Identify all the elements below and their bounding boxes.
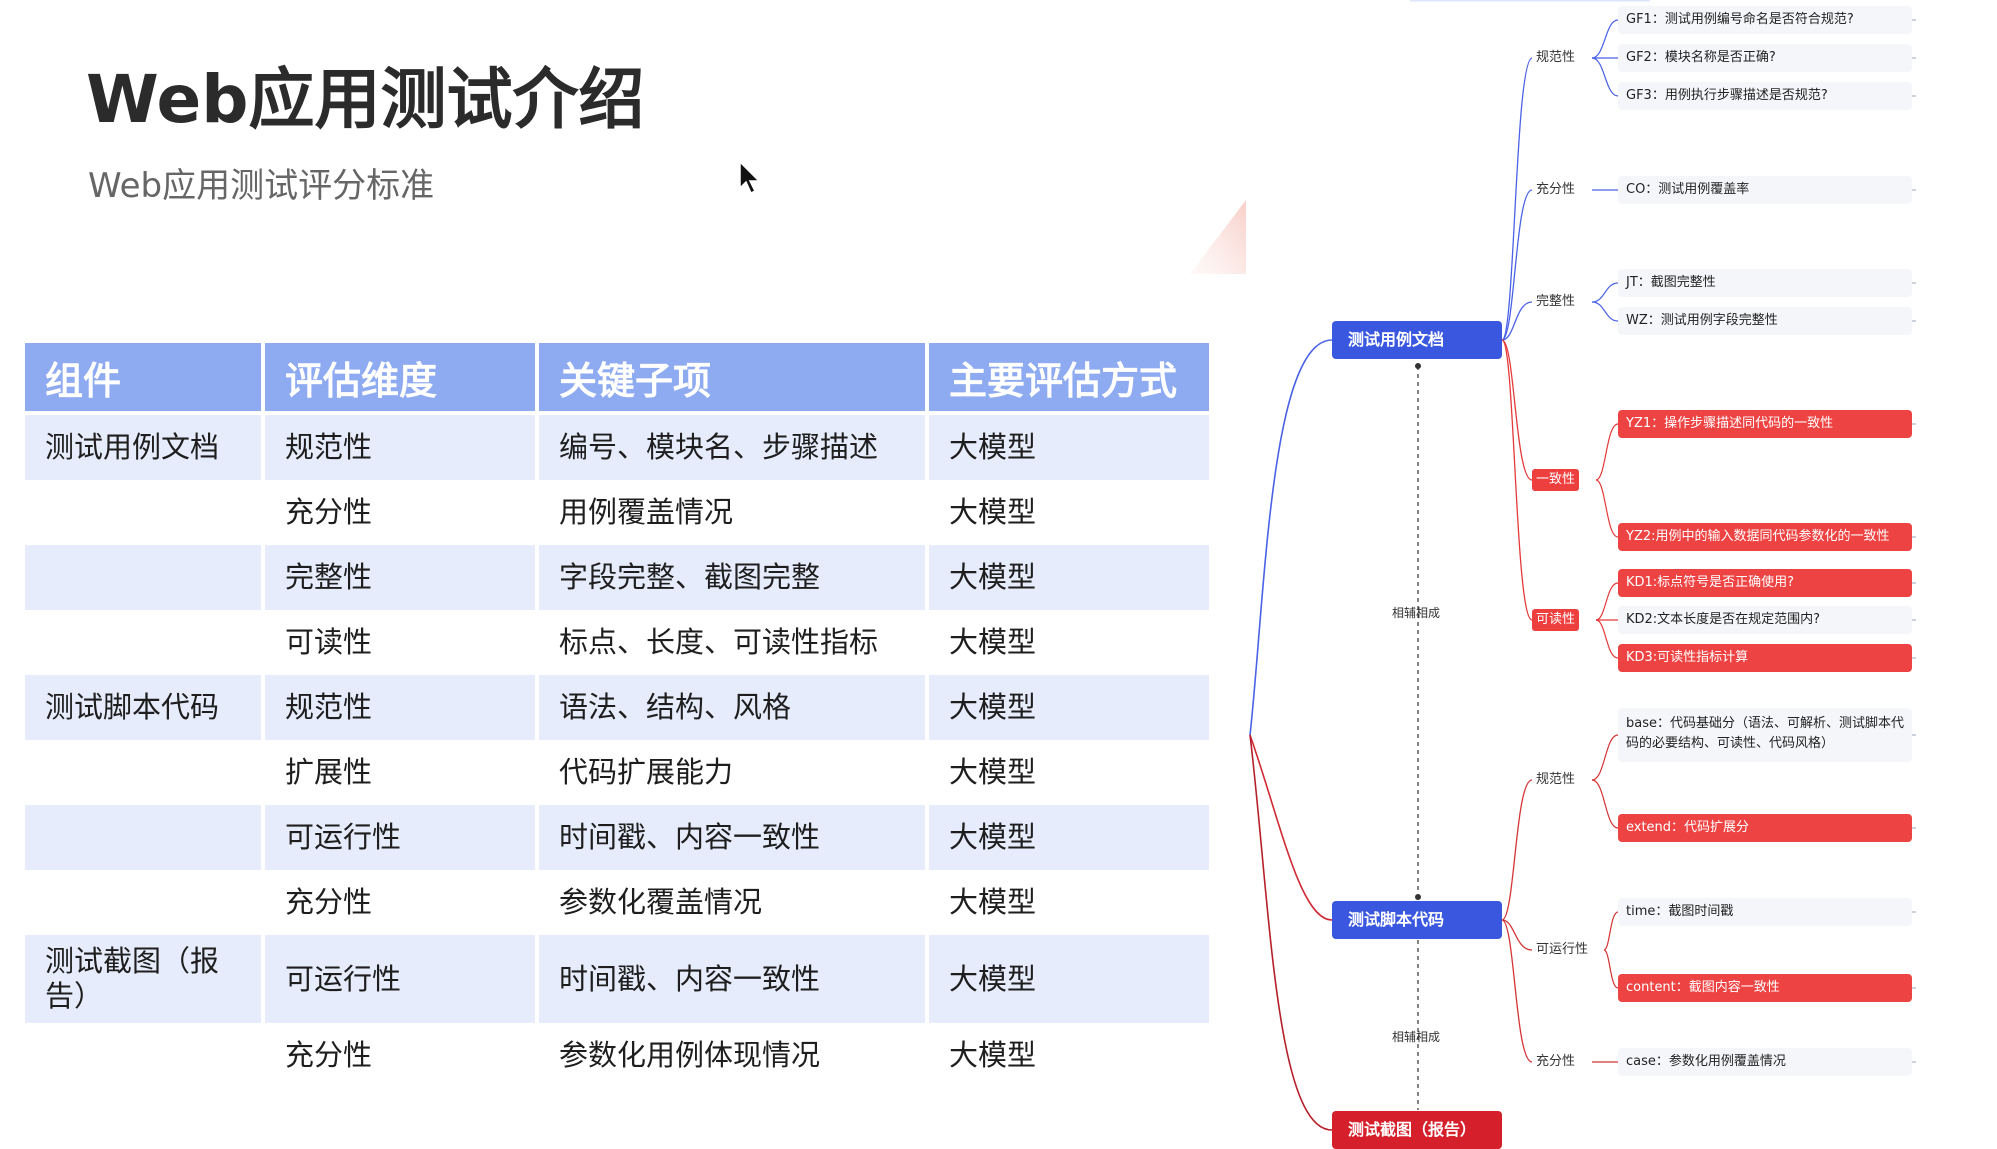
cell-method: 大模型 <box>929 480 1209 545</box>
leaf-base: base：代码基础分（语法、可解析、测试脚本代码的必要结构、可读性、代码风格） <box>1618 708 1912 762</box>
cell-dimension: 可运行性 <box>265 935 535 1023</box>
cell-dimension: 充分性 <box>265 870 535 935</box>
branch-script-sufficiency: 充分性 <box>1536 1054 1576 1069</box>
branch-script-norm: 规范性 <box>1536 772 1576 787</box>
branch-doc-sufficiency: 充分性 <box>1536 182 1576 197</box>
cell-key-items: 编号、模块名、步骤描述 <box>539 415 925 480</box>
root-test-script-code: 测试脚本代码 <box>1332 901 1502 939</box>
leaf-wz: WZ：测试用例字段完整性 <box>1618 307 1912 335</box>
leaf-kd2: KD2:文本长度是否在规定范围内? <box>1618 606 1912 634</box>
relation-label: 相辅相成 <box>1392 1030 1441 1044</box>
leaf-kd1: KD1:标点符号是否正确使用? <box>1618 569 1912 597</box>
root-test-screenshot: 测试截图（报告） <box>1332 1111 1502 1149</box>
branch-doc-consistency: 一致性 <box>1532 469 1580 491</box>
mindmap-connectors <box>1249 0 1916 1131</box>
leaf-co: CO：测试用例覆盖率 <box>1618 176 1912 204</box>
cell-component: 测试截图（报告） <box>25 935 261 1023</box>
relation-label: 相辅相成 <box>1392 606 1441 620</box>
table-row: 可读性 标点、长度、可读性指标 大模型 <box>25 610 1209 675</box>
root-test-case-doc: 测试用例文档 <box>1332 321 1502 359</box>
table-row: 测试脚本代码 规范性 语法、结构、风格 大模型 <box>25 675 1209 740</box>
leaf-case: case：参数化用例覆盖情况 <box>1618 1048 1912 1076</box>
cell-method: 大模型 <box>929 415 1209 480</box>
header-method: 主要评估方式 <box>929 343 1209 415</box>
branch-doc-readability: 可读性 <box>1532 609 1580 631</box>
table-row: 扩展性 代码扩展能力 大模型 <box>25 740 1209 805</box>
cell-component <box>25 805 261 870</box>
cell-key-items: 参数化用例体现情况 <box>539 1023 925 1088</box>
cell-key-items: 用例覆盖情况 <box>539 480 925 545</box>
slide-subtitle: Web应用测试评分标准 <box>88 166 435 206</box>
cell-component <box>25 610 261 675</box>
cell-component <box>25 740 261 805</box>
table-row: 充分性 参数化覆盖情况 大模型 <box>25 870 1209 935</box>
leaf-time: time：截图时间戳 <box>1618 898 1912 926</box>
table-row: 充分性 参数化用例体现情况 大模型 <box>25 1023 1209 1088</box>
table-row: 可运行性 时间戳、内容一致性 大模型 <box>25 805 1209 870</box>
cell-method: 大模型 <box>929 1023 1209 1088</box>
cell-key-items: 参数化覆盖情况 <box>539 870 925 935</box>
cell-key-items: 语法、结构、风格 <box>539 675 925 740</box>
header-dimension: 评估维度 <box>265 343 535 415</box>
leaf-gf1: GF1：测试用例编号命名是否符合规范? <box>1618 6 1912 34</box>
mouse-cursor-icon <box>739 160 761 195</box>
cell-method: 大模型 <box>929 805 1209 870</box>
table-row: 测试用例文档 规范性 编号、模块名、步骤描述 大模型 <box>25 415 1209 480</box>
header-component: 组件 <box>25 343 261 415</box>
cell-method: 大模型 <box>929 935 1209 1023</box>
leaf-yz1: YZ1：操作步骤描述同代码的一致性 <box>1618 410 1912 438</box>
leaf-extend: extend：代码扩展分 <box>1618 814 1912 842</box>
table-row: 测试截图（报告） 可运行性 时间戳、内容一致性 大模型 <box>25 935 1209 1023</box>
cell-key-items: 字段完整、截图完整 <box>539 545 925 610</box>
cell-component <box>25 1023 261 1088</box>
cell-key-items: 时间戳、内容一致性 <box>539 935 925 1023</box>
branch-doc-integrity: 完整性 <box>1536 294 1576 309</box>
cell-method: 大模型 <box>929 870 1209 935</box>
leaf-kd3: KD3:可读性指标计算 <box>1618 644 1912 672</box>
scoring-table: 组件 评估维度 关键子项 主要评估方式 测试用例文档 规范性 编号、模块名、步骤… <box>25 343 1209 1088</box>
cell-component: 测试用例文档 <box>25 415 261 480</box>
cell-dimension: 充分性 <box>265 480 535 545</box>
cell-component <box>25 545 261 610</box>
table-header-row: 组件 评估维度 关键子项 主要评估方式 <box>25 343 1209 415</box>
leaf-yz2: YZ2:用例中的输入数据同代码参数化的一致性 <box>1618 523 1912 551</box>
cell-component: 测试脚本代码 <box>25 675 261 740</box>
cell-dimension: 充分性 <box>265 1023 535 1088</box>
cell-key-items: 时间戳、内容一致性 <box>539 805 925 870</box>
cell-method: 大模型 <box>929 675 1209 740</box>
table-row: 完整性 字段完整、截图完整 大模型 <box>25 545 1209 610</box>
cell-dimension: 完整性 <box>265 545 535 610</box>
cell-dimension: 规范性 <box>265 675 535 740</box>
cell-method: 大模型 <box>929 545 1209 610</box>
cell-component <box>25 870 261 935</box>
branch-doc-norm: 规范性 <box>1536 50 1576 65</box>
cell-method: 大模型 <box>929 740 1209 805</box>
cell-component <box>25 480 261 545</box>
slide-title: Web应用测试介绍 <box>86 61 645 138</box>
cell-method: 大模型 <box>929 610 1209 675</box>
cell-dimension: 可读性 <box>265 610 535 675</box>
leaf-gf2: GF2：模块名称是否正确? <box>1618 44 1912 72</box>
table-row: 充分性 用例覆盖情况 大模型 <box>25 480 1209 545</box>
cell-dimension: 规范性 <box>265 415 535 480</box>
cell-key-items: 代码扩展能力 <box>539 740 925 805</box>
leaf-gf3: GF3：用例执行步骤描述是否规范? <box>1618 82 1912 110</box>
leaf-jt: JT：截图完整性 <box>1618 269 1912 297</box>
cell-key-items: 标点、长度、可读性指标 <box>539 610 925 675</box>
scoring-mindmap: 测试用例文档 测试脚本代码 测试截图（报告） 相辅相成 相辅相成 规范性 充分性… <box>1230 0 1997 1149</box>
cell-dimension: 可运行性 <box>265 805 535 870</box>
cell-dimension: 扩展性 <box>265 740 535 805</box>
header-key-items: 关键子项 <box>539 343 925 415</box>
decorative-triangle <box>1190 200 1246 274</box>
leaf-content: content：截图内容一致性 <box>1618 974 1912 1002</box>
branch-script-runnable: 可运行性 <box>1536 942 1589 957</box>
